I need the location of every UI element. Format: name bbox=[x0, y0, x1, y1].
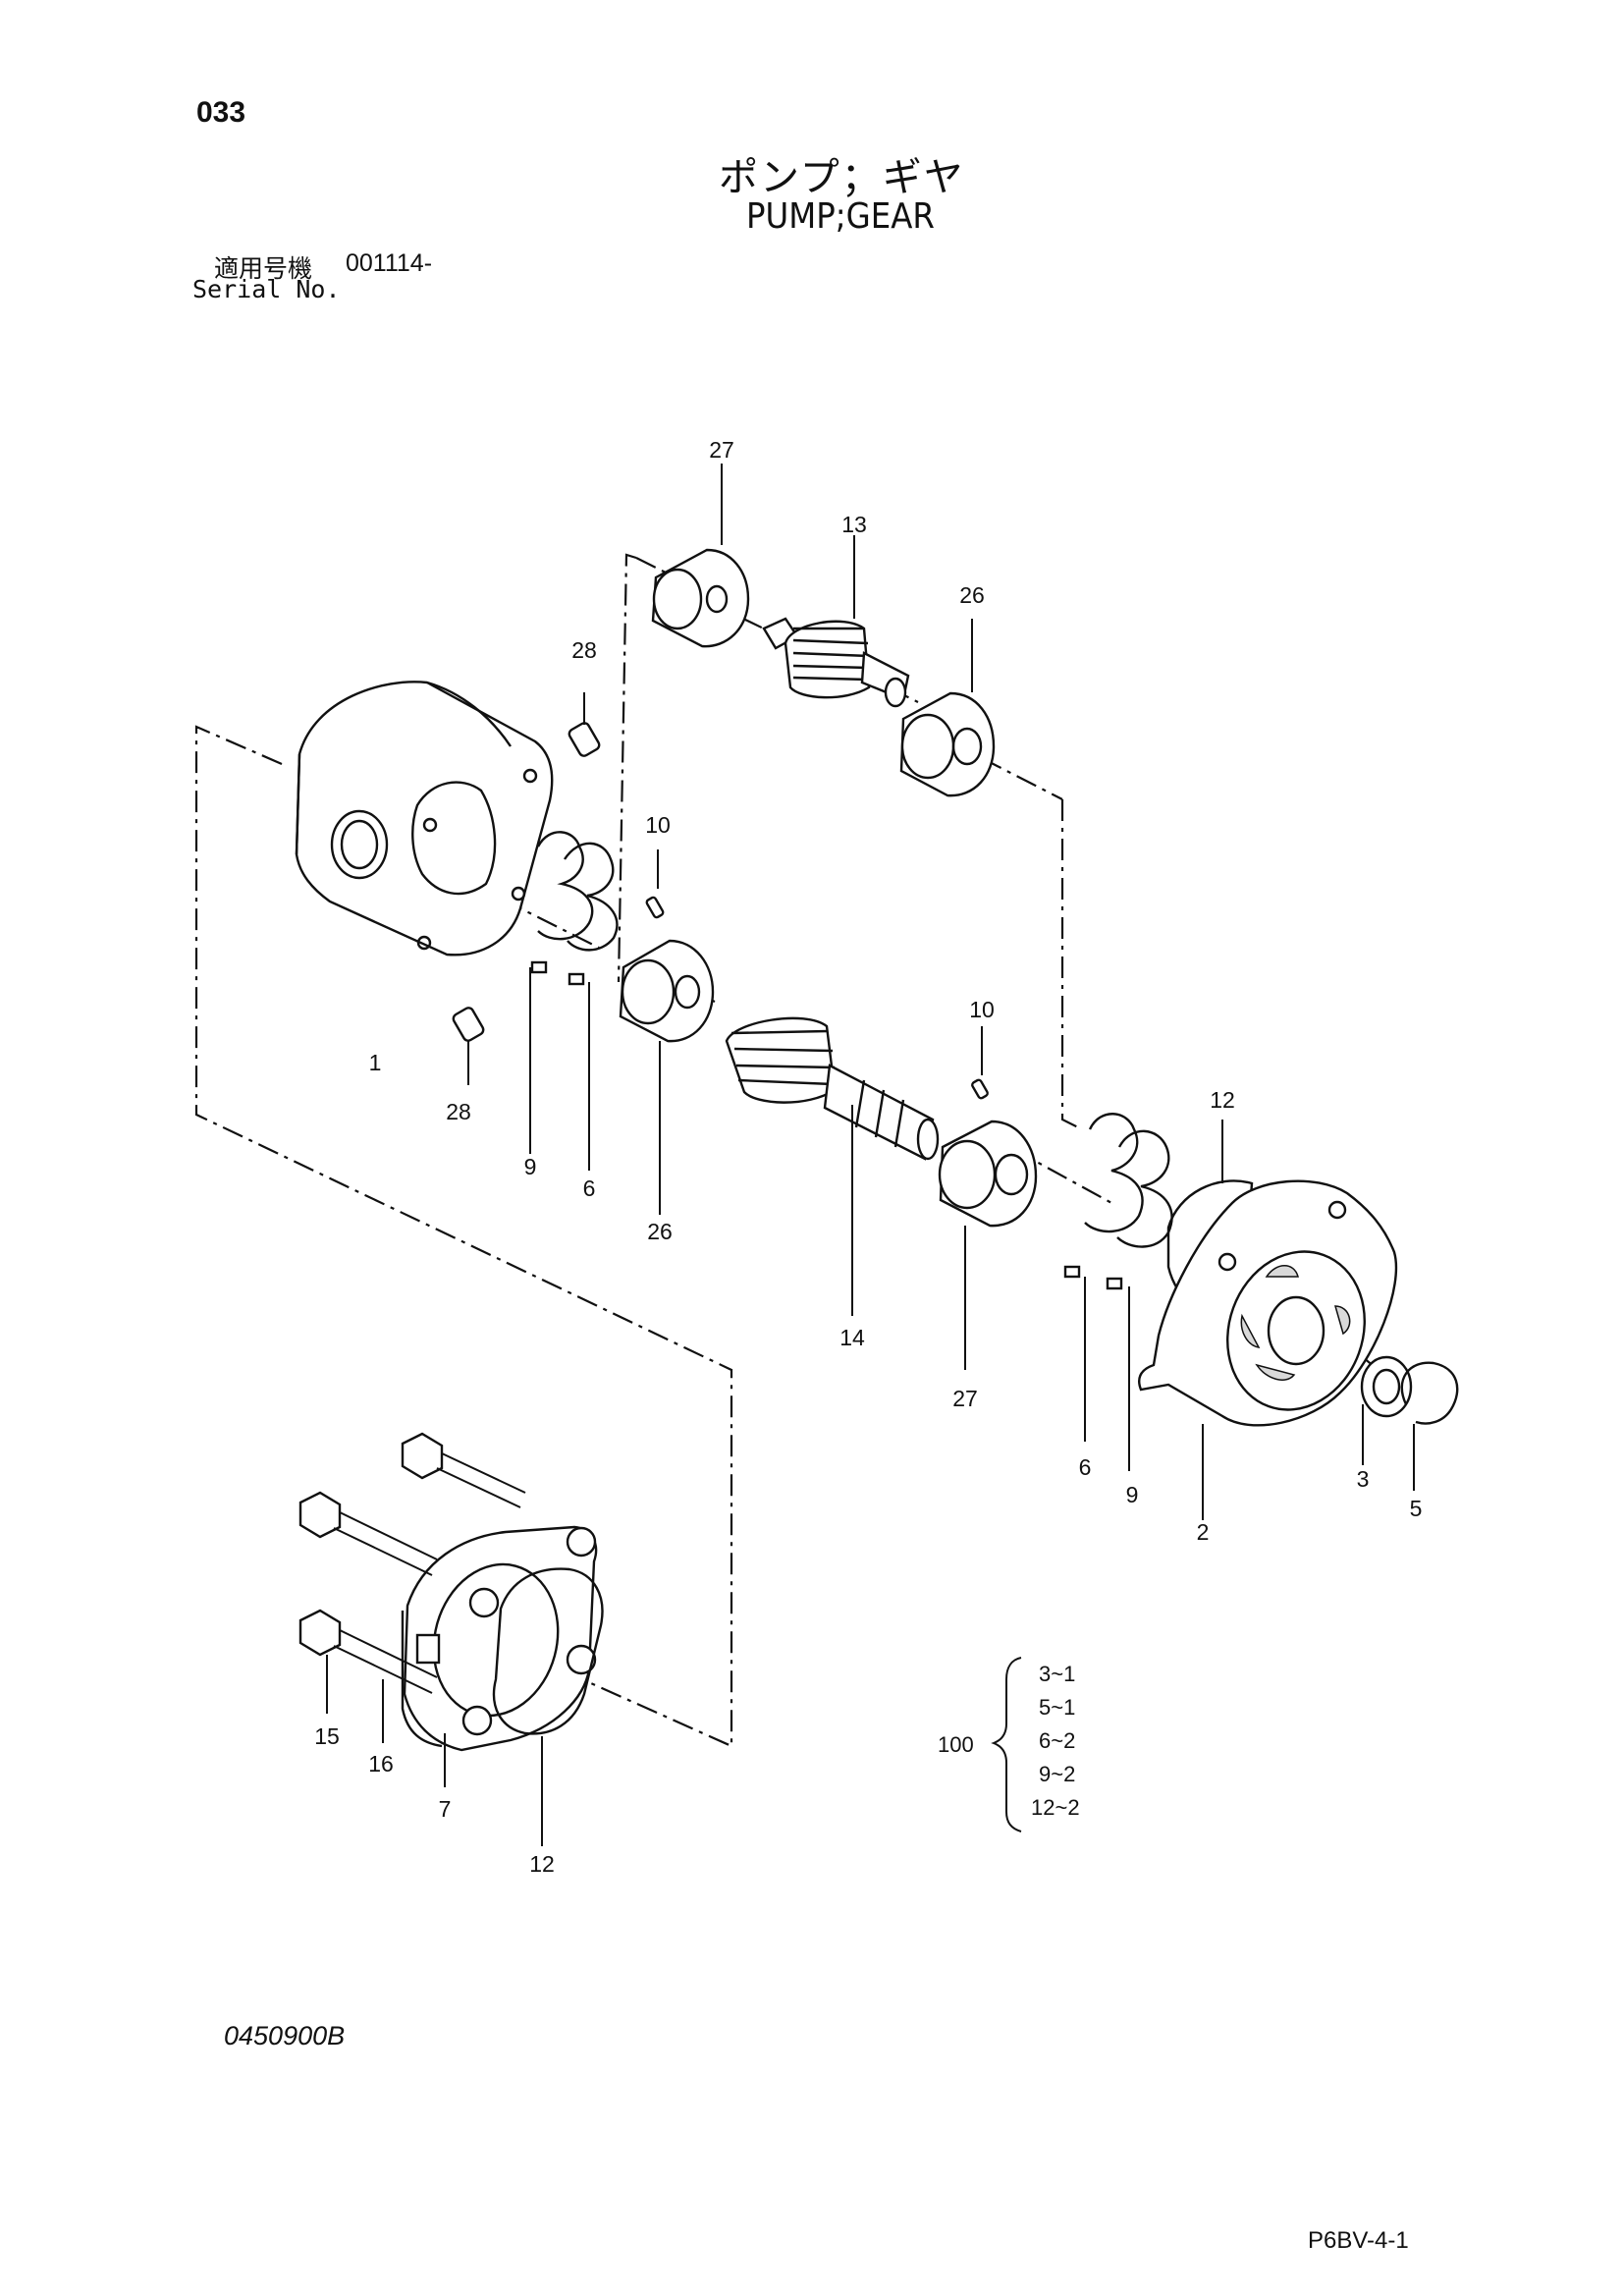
callout-10-right: 10 bbox=[969, 997, 995, 1022]
callout-10-left: 10 bbox=[645, 812, 671, 838]
kit-item-3: 6~2 bbox=[1039, 1728, 1075, 1753]
seal-ring-parts-9-6-left bbox=[529, 831, 619, 1171]
title-english: PUMP;GEAR bbox=[746, 196, 935, 237]
title-japanese: ポンプ；ギヤ bbox=[719, 156, 965, 199]
snap-ring-part-5 bbox=[1400, 1361, 1459, 1491]
callout-12-bottom: 12 bbox=[529, 1851, 555, 1877]
callout-5: 5 bbox=[1410, 1496, 1423, 1521]
callout-12-right: 12 bbox=[1210, 1087, 1235, 1113]
drive-gear-part-13 bbox=[762, 535, 910, 708]
document-code: 0450900B bbox=[224, 2021, 346, 2050]
kit-number: 100 bbox=[938, 1732, 974, 1757]
kit-item-1: 3~1 bbox=[1039, 1662, 1075, 1686]
callout-1: 1 bbox=[369, 1050, 382, 1075]
kit-item-4: 9~2 bbox=[1039, 1762, 1075, 1786]
kit-item-5: 12~2 bbox=[1031, 1795, 1080, 1820]
o-ring-part-12-bottom bbox=[492, 1567, 604, 1846]
callout-numbers: 27 13 26 28 10 10 12 1 28 9 6 26 14 27 6… bbox=[314, 437, 1422, 1877]
callout-26-top: 26 bbox=[959, 582, 985, 608]
callout-28-top: 28 bbox=[571, 637, 597, 663]
flange-part-7 bbox=[401, 1525, 598, 1787]
callout-28-bottom: 28 bbox=[446, 1099, 471, 1124]
callout-2: 2 bbox=[1197, 1519, 1210, 1545]
callout-3: 3 bbox=[1357, 1466, 1370, 1492]
bushing-part-27-mid bbox=[938, 1120, 1038, 1370]
callout-9-left: 9 bbox=[524, 1154, 537, 1179]
page-code: P6BV-4-1 bbox=[1308, 2227, 1409, 2254]
callout-14: 14 bbox=[839, 1325, 865, 1350]
repair-kit-group: 100 3~1 5~1 6~2 9~2 12~2 bbox=[938, 1657, 1080, 1832]
driven-gear-shaft-part-14 bbox=[725, 1016, 940, 1316]
oil-seal-part-3 bbox=[1360, 1355, 1413, 1465]
callout-9-right: 9 bbox=[1126, 1482, 1139, 1507]
serial-label-japanese: 適用号機 bbox=[214, 255, 313, 283]
callout-16: 16 bbox=[368, 1751, 394, 1777]
callout-26-mid: 26 bbox=[647, 1219, 673, 1244]
callout-27-top: 27 bbox=[709, 437, 734, 463]
pump-body-part-1 bbox=[295, 681, 554, 957]
bushing-part-27-top bbox=[651, 464, 750, 648]
seal-ring-parts-6-9-right bbox=[1063, 1113, 1173, 1471]
callout-15: 15 bbox=[314, 1723, 340, 1749]
cover-part-2 bbox=[1138, 1179, 1398, 1520]
callout-7: 7 bbox=[439, 1796, 452, 1822]
dowel-pin-part-28 bbox=[452, 692, 601, 1085]
callout-6-right: 6 bbox=[1079, 1454, 1092, 1480]
callout-13: 13 bbox=[841, 512, 867, 537]
serial-number-value: 001114- bbox=[346, 249, 433, 277]
serial-label-english: Serial No. bbox=[192, 275, 341, 303]
kit-item-2: 5~1 bbox=[1039, 1695, 1075, 1720]
callout-6-left: 6 bbox=[583, 1175, 596, 1201]
bushing-part-26-mid bbox=[619, 939, 715, 1215]
page-number: 033 bbox=[196, 96, 246, 129]
bolt-part-15 bbox=[298, 1432, 526, 1714]
pin-part-10 bbox=[645, 849, 989, 1100]
callout-27-mid: 27 bbox=[952, 1386, 978, 1411]
bushing-part-26-top bbox=[899, 619, 996, 797]
